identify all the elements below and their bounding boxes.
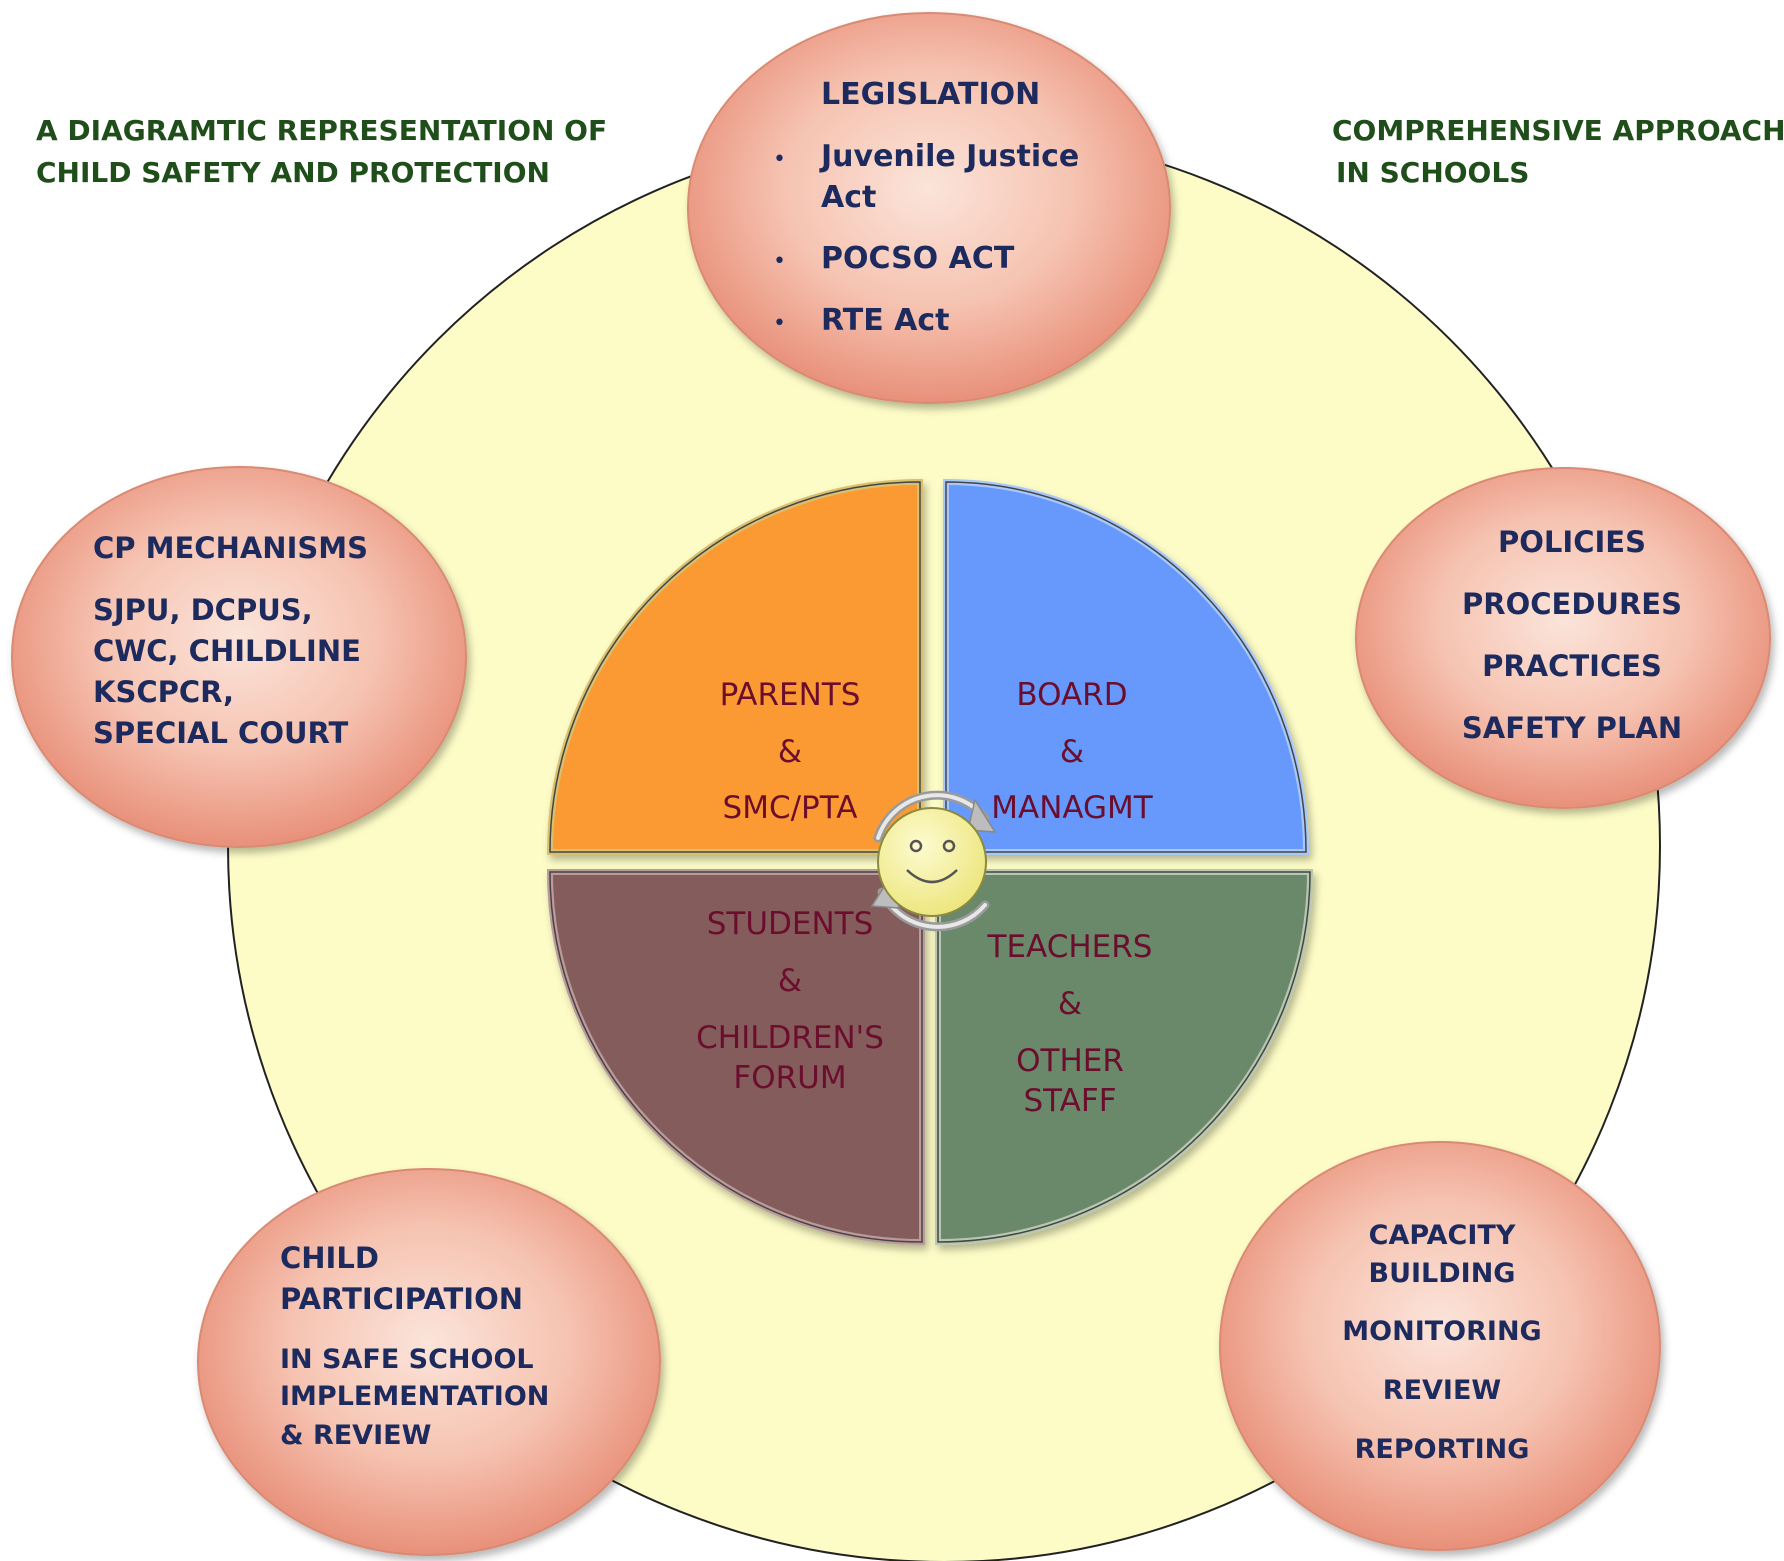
left-title: A DIAGRAMTIC REPRESENTATION OF CHILD SAF… xyxy=(36,110,607,194)
quadrant-teachers xyxy=(935,869,1314,1246)
cp-mechanisms-line-1: SJPU, DCPUS, xyxy=(93,593,313,627)
right-title-line-1: COMPREHENSIVE APPROACH xyxy=(1332,114,1784,147)
cp-mechanisms-line-4: SPECIAL COURT xyxy=(93,716,349,750)
cp-mechanisms-line-2: CWC, CHILDLINE xyxy=(93,634,361,668)
child-participation-line-1: IN SAFE SCHOOL xyxy=(280,1344,534,1375)
policies-line-1: POLICIES xyxy=(1498,525,1646,559)
cp-mechanisms-line-3: KSCPCR, xyxy=(93,675,234,709)
right-title-line-2: IN SCHOOLS xyxy=(1336,156,1530,189)
policies-line-2: PROCEDURES xyxy=(1462,587,1682,621)
legislation-bullet-1-cont: Act xyxy=(821,180,876,215)
left-title-line-2: CHILD SAFETY AND PROTECTION xyxy=(36,156,550,189)
quadrant-parents xyxy=(546,478,923,855)
board-label-2: & xyxy=(1060,734,1084,770)
quadrant-board xyxy=(943,478,1310,855)
bullet-dot-icon: • xyxy=(773,249,786,274)
parents-label-2: & xyxy=(778,734,802,770)
legislation-bullet-3: RTE Act xyxy=(821,303,950,338)
teachers-label-3: OTHER xyxy=(1016,1043,1124,1079)
parents-label-3: SMC/PTA xyxy=(723,790,858,826)
students-label-1: STUDENTS xyxy=(707,906,874,942)
legislation-bubble: LEGISLATION • Juvenile Justice Act • POC… xyxy=(687,12,1171,404)
capacity-line-4: REVIEW xyxy=(1383,1375,1501,1406)
child-participation-heading-1: CHILD xyxy=(280,1241,379,1275)
capacity-line-3: MONITORING xyxy=(1342,1316,1541,1347)
left-title-line-1: A DIAGRAMTIC REPRESENTATION OF xyxy=(36,114,608,147)
smiley-face-icon xyxy=(877,807,987,917)
quadrant-students xyxy=(546,869,925,1246)
child-participation-line-2: IMPLEMENTATION xyxy=(280,1381,549,1412)
teachers-label-1: TEACHERS xyxy=(987,929,1153,965)
bullet-dot-icon: • xyxy=(773,147,786,172)
quadrant-labels: PARENTS & SMC/PTA BOARD & MANAGMT STUDEN… xyxy=(696,677,1154,1119)
board-label-3: MANAGMT xyxy=(991,790,1154,826)
capacity-line-5: REPORTING xyxy=(1355,1434,1530,1465)
policies-line-3: PRACTICES xyxy=(1482,649,1662,683)
legislation-bullet-2: POCSO ACT xyxy=(821,241,1015,276)
right-title: COMPREHENSIVE APPROACH IN SCHOOLS xyxy=(1332,110,1784,194)
parents-label-1: PARENTS xyxy=(720,677,861,713)
child-participation-bubble: CHILD PARTICIPATION IN SAFE SCHOOL IMPLE… xyxy=(197,1168,661,1556)
policies-bubble: POLICIES PROCEDURES PRACTICES SAFETY PLA… xyxy=(1355,467,1771,809)
students-label-2: & xyxy=(778,963,802,999)
teachers-label-4: STAFF xyxy=(1023,1083,1116,1119)
cp-mechanisms-heading: CP MECHANISMS xyxy=(93,531,368,565)
board-label-1: BOARD xyxy=(1016,677,1127,713)
legislation-heading: LEGISLATION xyxy=(821,77,1040,112)
legislation-bullet-1: Juvenile Justice xyxy=(819,139,1079,174)
students-label-3: CHILDREN'S xyxy=(696,1020,884,1056)
capacity-bubble: CAPACITY BUILDING MONITORING REVIEW REPO… xyxy=(1219,1141,1661,1551)
capacity-line-1: CAPACITY xyxy=(1369,1220,1516,1251)
bullet-dot-icon: • xyxy=(773,311,786,336)
teachers-label-2: & xyxy=(1058,986,1082,1022)
students-label-4: FORUM xyxy=(733,1060,846,1096)
policies-line-4: SAFETY PLAN xyxy=(1462,711,1682,745)
child-participation-line-3: & REVIEW xyxy=(280,1420,431,1451)
capacity-line-2: BUILDING xyxy=(1369,1258,1516,1289)
child-participation-heading-2: PARTICIPATION xyxy=(280,1282,523,1316)
cp-mechanisms-bubble: CP MECHANISMS SJPU, DCPUS, CWC, CHILDLIN… xyxy=(11,466,467,848)
